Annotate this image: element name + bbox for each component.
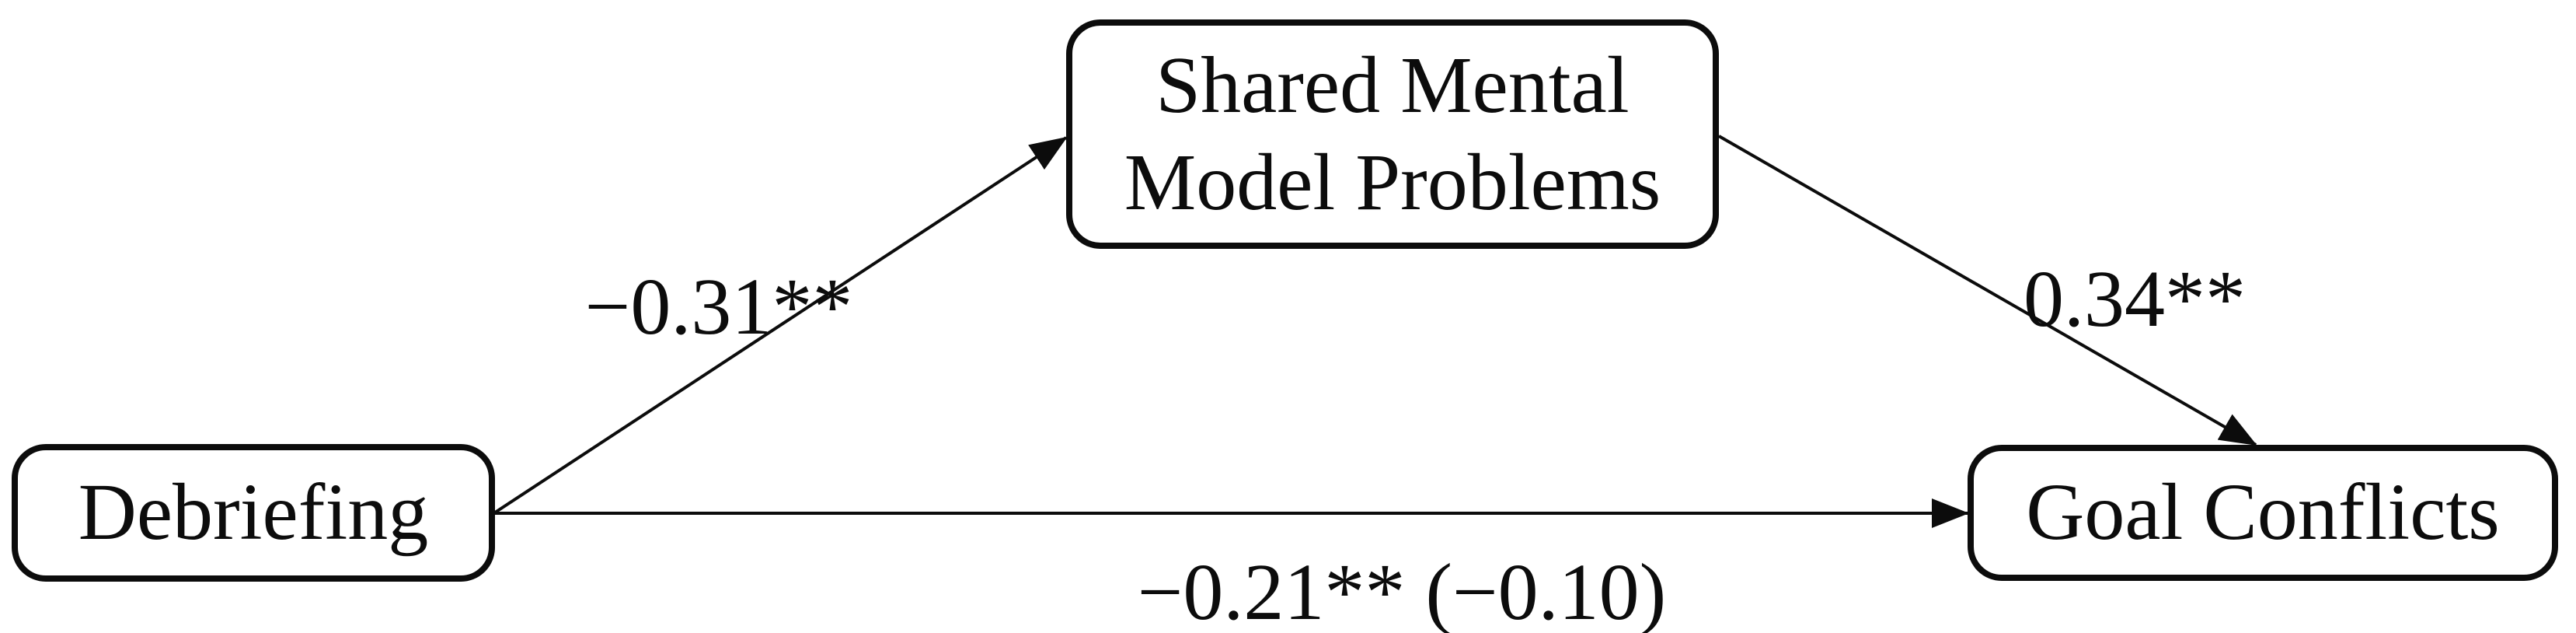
coefficient-mediator-to-outcome: 0.34** (2024, 254, 2246, 344)
node-mediator: Shared Mental Model Problems (1066, 19, 1719, 249)
coefficient-predictor-to-outcome: −0.21** (−0.10) (1137, 547, 1667, 633)
node-predictor-label: Debriefing (78, 467, 429, 558)
arrow-mediator-to-outcome (1718, 135, 2257, 446)
coefficient-predictor-to-mediator: −0.31** (584, 261, 853, 351)
node-outcome-label: Goal Conflicts (2026, 467, 2500, 558)
node-mediator-label-line1: Shared Mental (1156, 40, 1630, 130)
node-mediator-label-line2: Model Problems (1124, 137, 1661, 227)
node-predictor: Debriefing (12, 444, 495, 582)
node-outcome: Goal Conflicts (1968, 445, 2558, 581)
arrow-predictor-to-mediator (493, 136, 1068, 514)
node-mediator-label: Shared Mental Model Problems (1124, 37, 1661, 232)
